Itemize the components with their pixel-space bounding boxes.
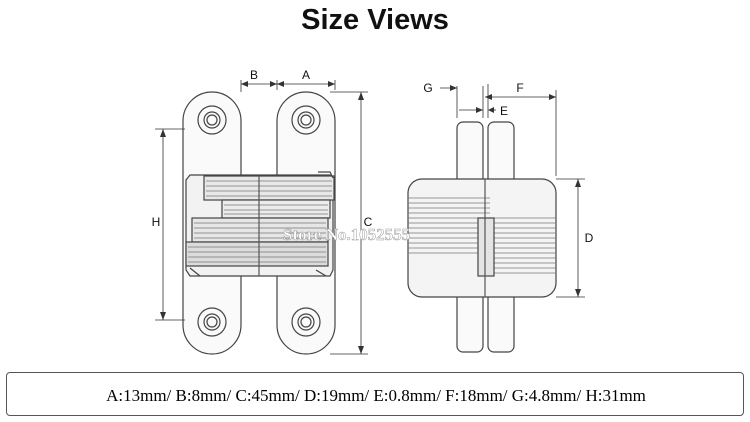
- screw-hole-top-left: [197, 105, 227, 135]
- page-title: Size Views: [301, 4, 449, 36]
- side-view: [407, 84, 585, 353]
- screw-hole-bottom-left: [197, 307, 227, 337]
- label-A: A: [302, 68, 310, 82]
- dimension-spec-text: A:13mm/ B:8mm/ C:45mm/ D:19mm/ E:0.8mm/ …: [106, 386, 646, 405]
- label-F: F: [516, 81, 523, 95]
- label-H: H: [152, 215, 161, 229]
- label-G: G: [423, 81, 432, 95]
- label-C: C: [364, 215, 373, 229]
- dimension-spec-box: A:13mm/ B:8mm/ C:45mm/ D:19mm/ E:0.8mm/ …: [6, 372, 744, 416]
- front-view: [155, 80, 368, 355]
- screw-hole-top-right: [291, 105, 321, 135]
- label-B: B: [250, 68, 258, 82]
- label-D: D: [585, 231, 594, 245]
- hinge-mechanism: [185, 171, 335, 277]
- store-watermark: Store No.1052555: [283, 225, 410, 244]
- hinge-drawing: B A H C G: [152, 68, 594, 355]
- label-E: E: [500, 104, 508, 118]
- screw-hole-bottom-right: [291, 307, 321, 337]
